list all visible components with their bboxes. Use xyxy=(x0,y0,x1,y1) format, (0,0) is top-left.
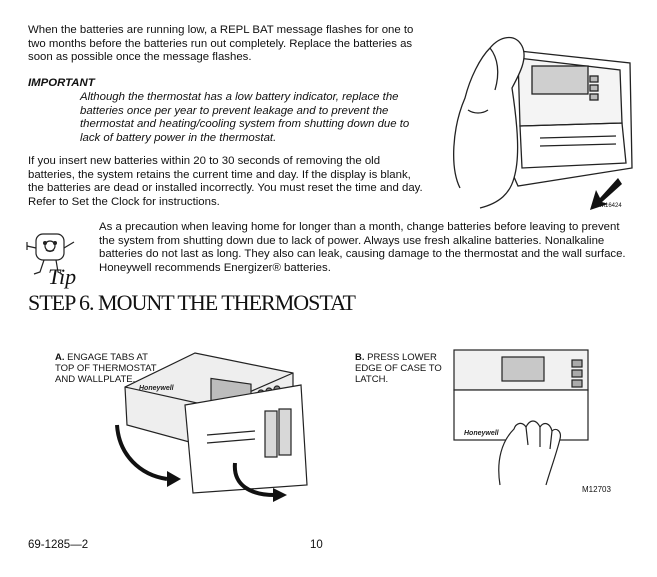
tip-text: As a precaution when leaving home for lo… xyxy=(99,221,626,274)
figure-b-text: PRESS LOWER EDGE OF CASE TO LATCH. xyxy=(355,352,442,385)
important-text: Although the thermostat has a low batter… xyxy=(80,91,410,144)
doc-number: 69-1285—2 xyxy=(28,539,89,551)
tip-label: Tip xyxy=(48,264,77,289)
figure-b-caption: B. PRESS LOWER EDGE OF CASE TO LATCH. xyxy=(355,352,445,385)
rotate-arrow-icon-2 xyxy=(232,462,276,497)
figure-a-letter: A. xyxy=(55,352,65,363)
engage-tabs-illustration: Honeywell xyxy=(115,352,308,502)
down-arrow-icon xyxy=(590,178,622,210)
reset-paragraph: If you insert new batteries within 20 to… xyxy=(28,155,423,208)
remove-thermostat-illustration xyxy=(453,36,633,210)
figure-id: M16424 xyxy=(600,203,622,209)
figure-b-id: M12703 xyxy=(582,485,611,494)
page-number: 10 xyxy=(310,539,323,551)
press-to-latch-illustration: Honeywell xyxy=(453,349,589,486)
figure-a-caption: A. ENGAGE TABS AT TOP OF THERMOSTAT AND … xyxy=(55,352,165,385)
step-title: STEP 6. MOUNT THE THERMOSTAT xyxy=(28,290,356,315)
figure-a-brand: Honeywell xyxy=(139,385,175,392)
important-label: IMPORTANT xyxy=(28,77,95,89)
figure-b-brand: Honeywell xyxy=(464,430,500,437)
tip-mascot-icon xyxy=(26,233,75,275)
rotate-arrow-icon xyxy=(115,424,168,481)
intro-paragraph: When the batteries are running low, a RE… xyxy=(28,24,414,64)
figure-b-letter: B. xyxy=(355,352,365,363)
figure-a-text: ENGAGE TABS AT TOP OF THERMOSTAT AND WAL… xyxy=(55,352,157,385)
